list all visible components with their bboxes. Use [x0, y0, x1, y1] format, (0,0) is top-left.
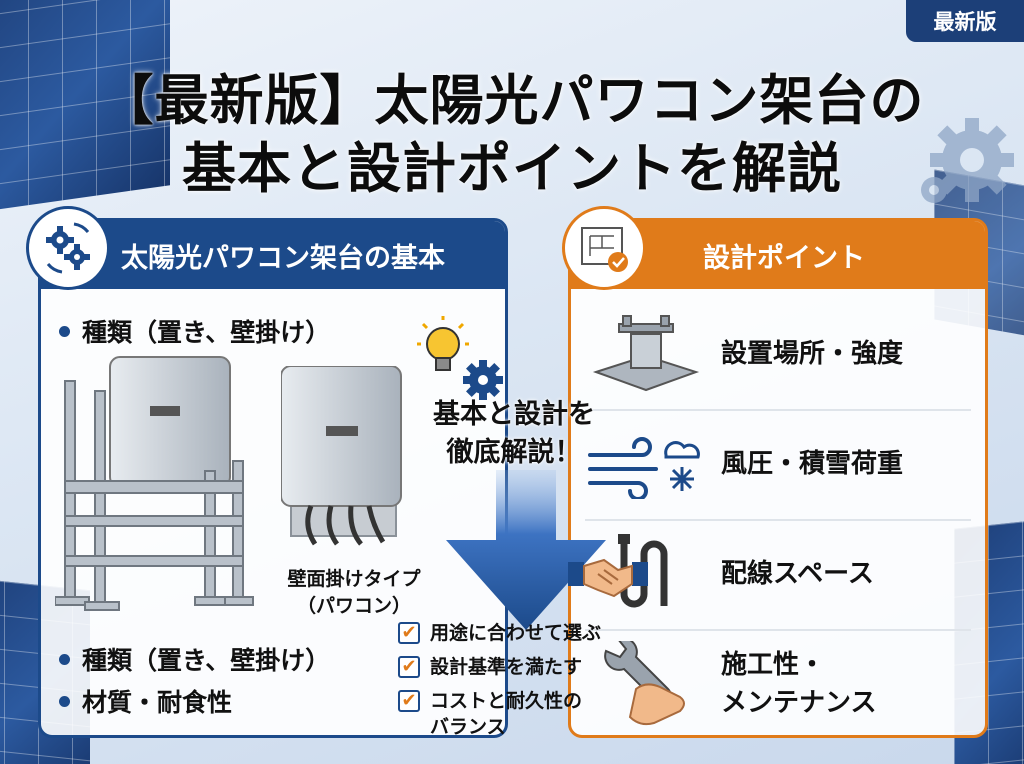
center-message: 基本と設計を 徹底解説！ — [420, 396, 608, 472]
divider — [585, 409, 971, 411]
bullet-dot — [59, 325, 70, 337]
lightbulb-gear-icon — [417, 316, 503, 400]
steel-base-icon — [571, 301, 721, 407]
checklist-item: ✔ コストと耐久性の バランス — [398, 688, 601, 740]
checklist-item: ✔ 設計基準を満たす — [398, 654, 601, 680]
checkbox-icon: ✔ — [398, 656, 420, 678]
bullet-types-bottom-text: 種類（置き、壁掛け） — [82, 646, 331, 675]
checklist: ✔ 用途に合わせて選ぶ ✔ 設計基準を満たす ✔ コストと耐久性の バランス — [398, 620, 601, 748]
blueprint-check-icon — [562, 206, 646, 290]
wall-mounted-inverter-image — [281, 366, 402, 546]
divider — [585, 519, 971, 521]
design-point-label: 設置場所・強度 — [721, 339, 904, 369]
basics-card-title: 太陽光パワコン架台の基本 — [121, 242, 445, 274]
wrench-hand-icon — [571, 631, 721, 735]
handshake-icon — [568, 558, 648, 598]
design-point-label: 風圧・積雪荷重 — [721, 449, 904, 479]
design-point-label: 配線スペース — [721, 559, 874, 589]
bullet-types-top-text: 種類（置き、壁掛け） — [82, 318, 331, 347]
center-message-line2: 徹底解説！ — [446, 437, 582, 468]
floor-stand-inverter-image — [55, 356, 254, 611]
design-point-label-line1: 施工性・ — [721, 650, 826, 680]
design-points-title: 設計ポイント — [703, 242, 865, 274]
bullet-dot — [59, 695, 70, 707]
page-title-line2: 基本と設計ポイントを解説 — [182, 137, 842, 200]
checklist-item-text: 用途に合わせて選ぶ — [430, 622, 602, 644]
design-point-label: 施工性・ メンテナンス — [721, 646, 876, 722]
checklist-item-text-line2: バランス — [430, 716, 506, 738]
gears-cycle-icon — [26, 206, 110, 290]
bullet-types-top: 種類（置き、壁掛け） — [59, 313, 330, 349]
checklist-item-text: 設計基準を満たす — [430, 656, 583, 678]
design-points-card: 設計ポイント 設置場所・強度 風圧・積雪荷重 — [568, 218, 988, 738]
bullet-types-bottom: 種類（置き、壁掛け） — [59, 641, 330, 677]
center-message-line1: 基本と設計を — [433, 399, 595, 430]
checklist-item: ✔ 用途に合わせて選ぶ — [398, 620, 601, 646]
wall-type-caption-line2: （パワコン） — [296, 595, 411, 617]
basics-card: 太陽光パワコン架台の基本 種類（置き、壁掛け） — [38, 218, 508, 738]
page-title-line1: 【最新版】太陽光パワコン架台の — [99, 69, 925, 132]
design-point-item: 施工性・ メンテナンス — [571, 631, 985, 735]
checklist-item-text-line1: コストと耐久性の — [430, 690, 583, 712]
design-point-item: 配線スペース — [571, 521, 985, 627]
checkbox-icon: ✔ — [398, 622, 420, 644]
bullet-dot — [59, 653, 70, 665]
design-point-label-line2: メンテナンス — [721, 688, 877, 718]
wind-snow-icon — [571, 411, 721, 517]
bullet-material-text: 材質・耐食性 — [82, 688, 233, 717]
wall-type-caption-line1: 壁面掛けタイプ — [287, 568, 421, 590]
wall-type-caption: 壁面掛けタイプ （パワコン） — [259, 566, 449, 620]
gear-icon — [921, 118, 1014, 203]
latest-edition-badge: 最新版 — [906, 0, 1024, 42]
basics-card-header: 太陽光パワコン架台の基本 — [41, 221, 505, 289]
divider — [585, 629, 971, 631]
checklist-item-text: コストと耐久性の バランス — [430, 688, 582, 740]
design-point-item: 設置場所・強度 — [571, 301, 985, 407]
down-arrow-icon — [446, 470, 606, 630]
checkbox-icon: ✔ — [398, 690, 420, 712]
design-point-item: 風圧・積雪荷重 — [571, 411, 985, 517]
bullet-material: 材質・耐食性 — [59, 683, 232, 719]
